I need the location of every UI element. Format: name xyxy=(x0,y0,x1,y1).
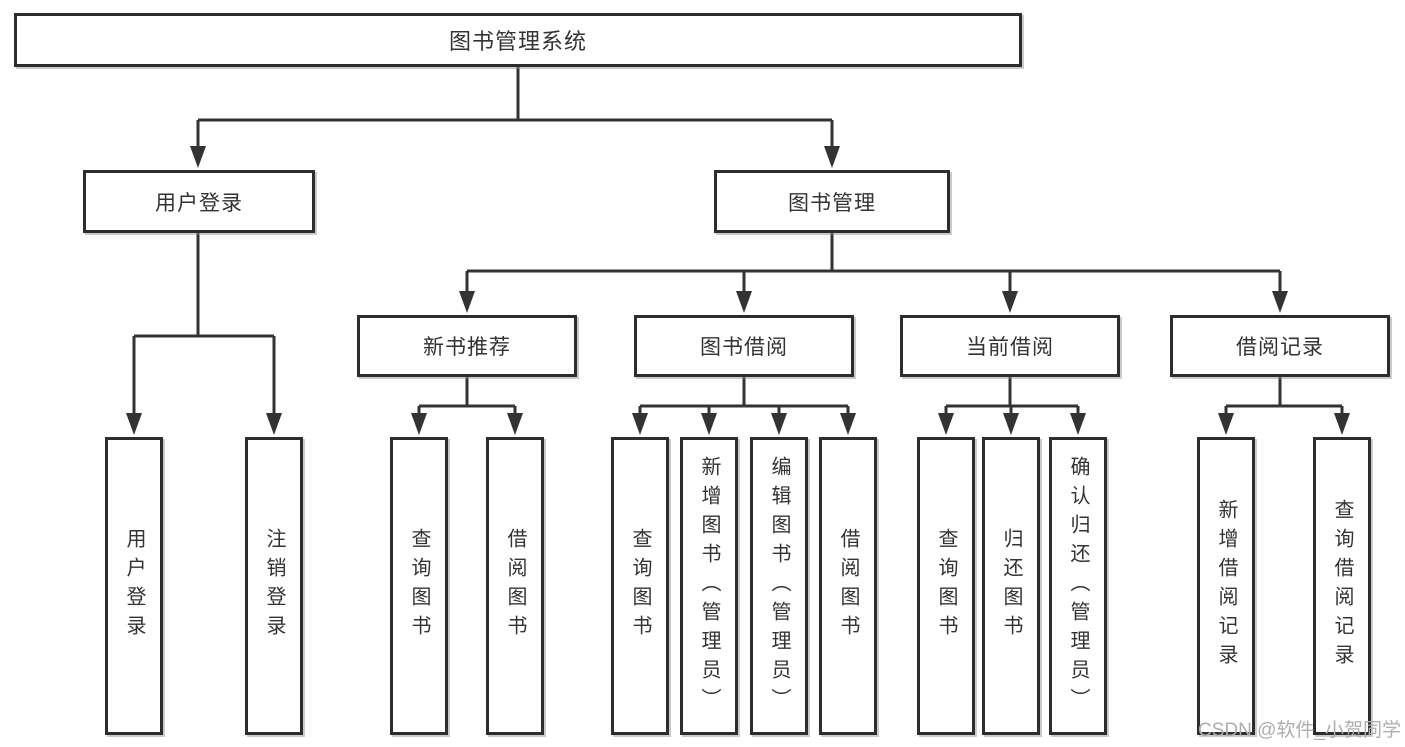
node-label: 注销登录 xyxy=(263,528,285,644)
leaf-query-books-recommend: 查询图书 xyxy=(390,437,448,735)
node-library-system: 图书管理系统 xyxy=(14,13,1022,67)
node-book-management: 图书管理 xyxy=(714,170,950,233)
connector-lines xyxy=(132,67,1344,416)
node-label: 编辑图书（管理员） xyxy=(768,455,790,717)
arrow-icon xyxy=(771,413,787,435)
node-book-borrowing: 图书借阅 xyxy=(634,315,854,377)
arrow-icon xyxy=(1002,291,1018,313)
node-current-borrowing: 当前借阅 xyxy=(900,315,1120,377)
leaf-return-book: 归还图书 xyxy=(982,437,1040,735)
node-label: 查询图书 xyxy=(935,528,957,644)
node-label: 用户登录 xyxy=(123,528,145,644)
node-label: 图书借阅 xyxy=(700,336,788,359)
arrow-icon xyxy=(411,413,427,435)
node-label: 归还图书 xyxy=(1000,528,1022,644)
node-label: 借阅图书 xyxy=(504,528,526,644)
arrow-icon xyxy=(1003,413,1019,435)
leaf-add-borrow-record: 新增借阅记录 xyxy=(1197,437,1255,735)
arrow-icon xyxy=(126,413,142,435)
node-label: 图书管理 xyxy=(788,191,876,215)
arrow-icon xyxy=(1070,413,1086,435)
node-label: 借阅记录 xyxy=(1236,336,1324,359)
node-label: 查询图书 xyxy=(408,528,430,644)
leaf-add-book-admin: 新增图书（管理员） xyxy=(680,437,738,735)
node-label: 查询图书 xyxy=(629,528,651,644)
arrow-icon xyxy=(190,146,206,168)
leaf-edit-book-admin: 编辑图书（管理员） xyxy=(750,437,808,735)
arrow-icon xyxy=(824,146,840,168)
arrow-icon xyxy=(701,413,717,435)
arrow-icon xyxy=(459,291,475,313)
arrowheads xyxy=(126,146,1350,435)
csdn-watermark: CSDN @软件_小贺同学 xyxy=(1198,720,1401,741)
node-label: 查询借阅记录 xyxy=(1331,499,1353,673)
leaf-logout: 注销登录 xyxy=(245,437,303,735)
arrow-icon xyxy=(840,413,856,435)
arrow-icon xyxy=(507,413,523,435)
node-new-book-recommend: 新书推荐 xyxy=(357,315,577,377)
node-label: 新增图书（管理员） xyxy=(698,455,720,717)
leaf-query-books-current: 查询图书 xyxy=(917,437,975,735)
node-label: 新书推荐 xyxy=(423,336,511,359)
leaf-borrow-books-borrowing: 借阅图书 xyxy=(819,437,877,735)
arrow-icon xyxy=(736,291,752,313)
leaf-query-borrow-record: 查询借阅记录 xyxy=(1313,437,1371,735)
arrow-icon xyxy=(1334,413,1350,435)
node-label: 确认归还（管理员） xyxy=(1067,455,1089,717)
arrow-icon xyxy=(1218,413,1234,435)
leaf-user-login: 用户登录 xyxy=(105,437,163,735)
node-borrowing-records: 借阅记录 xyxy=(1170,315,1390,377)
node-label: 当前借阅 xyxy=(966,336,1054,359)
node-label: 新增借阅记录 xyxy=(1215,499,1237,673)
node-label: 借阅图书 xyxy=(837,528,859,644)
arrow-icon xyxy=(938,413,954,435)
arrow-icon xyxy=(266,413,282,435)
node-user-login: 用户登录 xyxy=(83,170,315,233)
node-label: 图书管理系统 xyxy=(448,29,587,54)
node-label: 用户登录 xyxy=(155,191,243,215)
arrow-icon xyxy=(1272,291,1288,313)
leaf-borrow-books-recommend: 借阅图书 xyxy=(486,437,544,735)
leaf-confirm-return-admin: 确认归还（管理员） xyxy=(1049,437,1107,735)
leaf-query-books-borrowing: 查询图书 xyxy=(611,437,669,735)
arrow-icon xyxy=(632,413,648,435)
